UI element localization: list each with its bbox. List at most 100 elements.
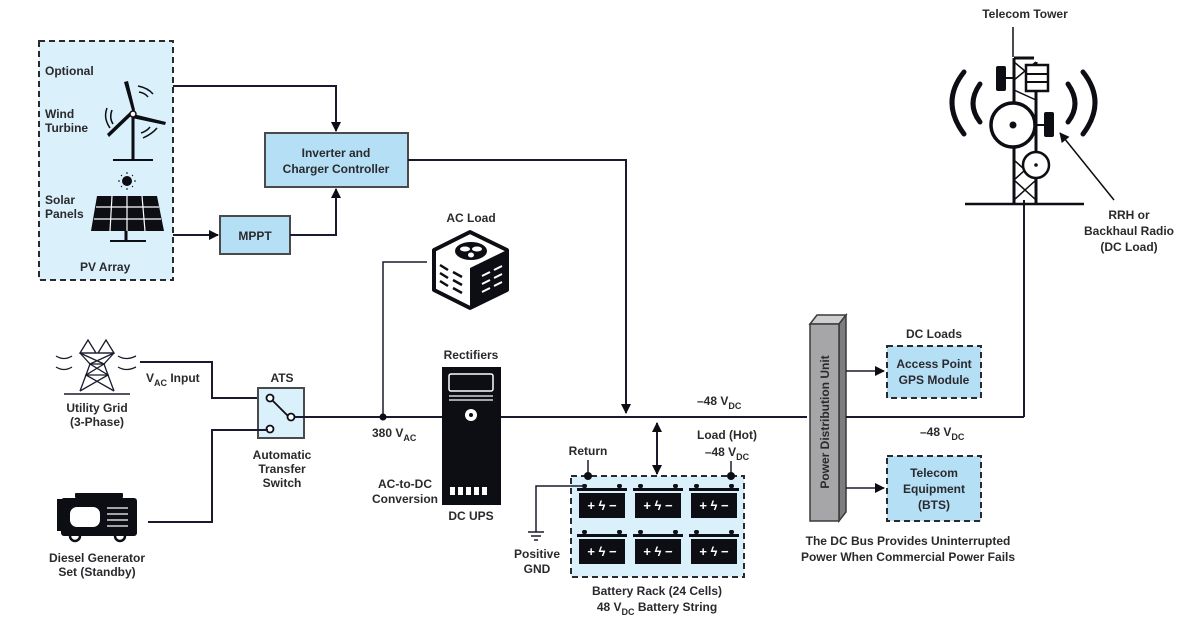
dc-ups-label: DC UPS <box>448 509 493 523</box>
ac-bus-voltage-main: 380 V <box>372 426 403 440</box>
wind-turbine-icon <box>104 81 166 161</box>
grid-to-ats-wire <box>140 361 268 399</box>
battery-caption-voltage: 48 V <box>597 600 622 614</box>
inverter-to-dcbus-wire <box>408 159 631 414</box>
battery-cell-symbols: + ϟ − <box>587 498 617 513</box>
dc-bus-note-2: Power When Commercial Power Fails <box>801 550 1015 564</box>
positive-gnd-label-1: Positive <box>514 547 560 561</box>
ac-unit-icon <box>432 230 509 310</box>
diesel-to-ats-wire <box>148 429 268 523</box>
ac-dc-conversion-label-2: Conversion <box>372 492 438 506</box>
battery-cell: + ϟ − <box>577 530 627 564</box>
ats-label-3: Switch <box>263 476 302 490</box>
battery-cell: + ϟ − <box>689 530 739 564</box>
pdu-label: Power Distribution Unit <box>818 355 832 488</box>
vac-input-main: V <box>146 371 154 385</box>
diesel-label-2: Set (Standby) <box>58 565 135 579</box>
battery-cell-symbols: + ϟ − <box>643 544 673 559</box>
battery-cell-symbols: + ϟ − <box>643 498 673 513</box>
ac-load-label: AC Load <box>446 211 495 225</box>
switch-icon <box>265 393 296 434</box>
rrh-label-3: (DC Load) <box>1100 240 1157 254</box>
mppt-to-inverter-wire <box>290 188 341 236</box>
diesel-generator-icon <box>57 493 137 543</box>
access-point-label: Access Point <box>896 357 971 371</box>
telecom-tower-block: Telecom Tower <box>949 7 1174 254</box>
dc-bus-note-1: The DC Bus Provides Uninterrupted <box>806 534 1011 548</box>
rectifiers-title: Rectifiers <box>444 348 499 362</box>
battery-caption-2: 48 VDC Battery String <box>597 600 717 617</box>
mppt-box <box>219 215 291 255</box>
battery-cell: + ϟ − <box>577 484 627 518</box>
return-label: Return <box>569 444 608 458</box>
wind-turbine-label-1: Wind <box>45 107 74 121</box>
inverter-label-1: Inverter and <box>302 146 371 160</box>
mppt-block: MPPT <box>219 215 291 255</box>
cell-tower-icon <box>949 27 1098 206</box>
ats-label-2: Transfer <box>258 462 306 476</box>
ac-bus-to-ac-load-wire <box>382 261 427 417</box>
rrh-label-2: Backhaul Radio <box>1084 224 1174 238</box>
access-point-box <box>886 345 982 399</box>
gps-module-label: GPS Module <box>899 373 970 387</box>
battery-cell: + ϟ − <box>633 530 683 564</box>
positive-gnd-label-2: GND <box>524 562 551 576</box>
ats-title: ATS <box>270 371 293 385</box>
load-hot-label-1: Load (Hot) <box>697 428 757 442</box>
ac-bus-voltage-label: 380 VAC <box>372 426 417 443</box>
mppt-label: MPPT <box>238 229 272 243</box>
return-terminal <box>584 472 592 480</box>
dc-bus-voltage-top: –48 VDC <box>697 394 742 411</box>
wind-turbine-label-2: Turbine <box>45 121 88 135</box>
battery-cell-symbols: + ϟ − <box>699 498 729 513</box>
diesel-generator-block: Diesel Generator Set (Standby) <box>49 493 145 579</box>
dc-bus-voltage-right: –48 VDC <box>920 425 965 442</box>
solar-panels-label-1: Solar <box>45 193 75 207</box>
ac-load-block: AC Load <box>432 211 509 310</box>
telecom-tower-title: Telecom Tower <box>982 7 1068 21</box>
inverter-label-2: Charger Controller <box>283 162 390 176</box>
ac-dc-conversion-label-1: AC-to-DC <box>378 477 432 491</box>
load-hot-voltage-main: –48 V <box>705 445 736 459</box>
load-hot-voltage-subscript: DC <box>736 452 749 462</box>
battery-caption-subscript: DC <box>622 607 635 617</box>
dc-bus-voltage-top-subscript: DC <box>728 401 741 411</box>
optional-label: Optional <box>45 64 94 78</box>
ats-block: ATS Automatic Transfer Switch <box>253 371 312 490</box>
battery-cell: + ϟ − <box>689 484 739 518</box>
pdu-block: Power Distribution Unit <box>808 312 848 524</box>
pv-wires <box>173 85 631 414</box>
utility-grid-block: Utility Grid (3-Phase) <box>55 338 137 429</box>
ats-box <box>257 387 305 439</box>
vac-input-subscript: AC <box>154 378 167 388</box>
utility-grid-label-2: (3-Phase) <box>70 415 124 429</box>
pv-array-label: PV Array <box>80 260 131 274</box>
rectifier-ups-icon <box>442 367 501 505</box>
wind-to-inverter-wire <box>173 85 341 132</box>
dc-loads-block: DC Loads Access Point GPS Module Telecom… <box>846 327 982 522</box>
inverter-charger-block: Inverter and Charger Controller <box>264 132 409 188</box>
ground-wire <box>535 485 586 532</box>
vac-input-rest: Input <box>167 371 200 385</box>
ats-label-1: Automatic <box>253 448 312 462</box>
transmission-tower-icon <box>55 338 137 395</box>
utility-grid-label-1: Utility Grid <box>66 401 127 415</box>
telecom-equipment-box <box>886 455 982 522</box>
dc-bus-voltage-top-main: –48 V <box>697 394 728 408</box>
telecom-equipment-label-1: Telecom <box>910 466 958 480</box>
dc-bus-voltage-right-subscript: DC <box>951 432 964 442</box>
telecom-equipment-label-3: (BTS) <box>918 498 950 512</box>
ac-bus-junction <box>379 413 387 421</box>
dc-bus-voltage-right-main: –48 V <box>920 425 951 439</box>
solar-panel-icon <box>91 195 164 242</box>
dc-loads-title: DC Loads <box>906 327 962 341</box>
battery-cells: + ϟ − + ϟ − + ϟ − + ϟ − + ϟ − + ϟ − <box>577 484 739 564</box>
rrh-label-1: RRH or <box>1108 208 1150 222</box>
pdu-bar <box>809 323 840 522</box>
ground-icon <box>528 531 544 541</box>
pv-array-region: Optional Wind Turbine Solar Panels PV Ar… <box>38 40 174 281</box>
rectifier-block: Rectifiers DC UPS AC-to-DC Conversion <box>372 348 501 523</box>
battery-cell-symbols: + ϟ − <box>587 544 617 559</box>
inverter-box <box>264 132 409 188</box>
